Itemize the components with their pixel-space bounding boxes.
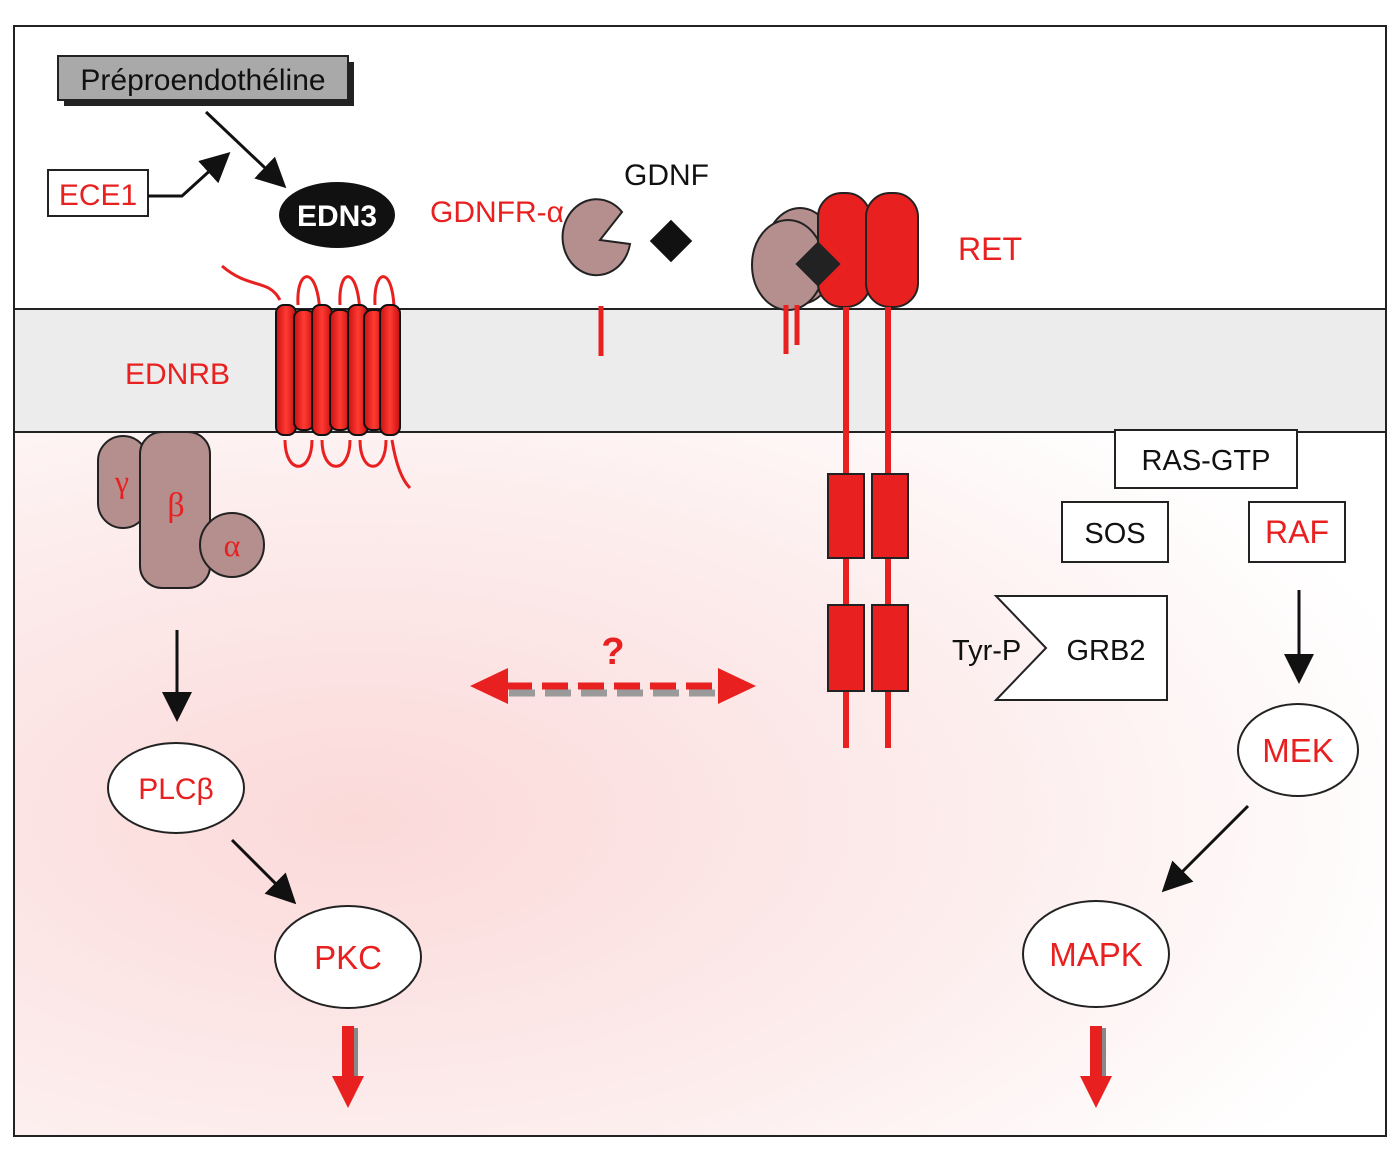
ras-gtp-box	[1114, 429, 1298, 489]
ece1-label: ECE1	[59, 179, 137, 212]
mek-label: MEK	[1262, 732, 1334, 769]
g-beta-subunit	[139, 431, 211, 589]
pkc-output-arrow	[332, 1026, 364, 1108]
grb2-label: GRB2	[1067, 635, 1146, 667]
ret-kinase-domain-2a	[827, 604, 865, 692]
gdnf-label: GDNF	[624, 159, 709, 192]
mek-ellipse	[1237, 703, 1359, 797]
plcb-label: PLCβ	[138, 773, 214, 806]
question-mark: ?	[601, 631, 624, 673]
sos-box	[1061, 501, 1169, 563]
edn3-label: EDN3	[297, 200, 377, 233]
tyr-p-label: Tyr-P	[952, 635, 1021, 667]
edn3-ellipse	[279, 182, 395, 248]
ece1-box	[47, 169, 149, 217]
ras-gtp-label: RAS-GTP	[1142, 445, 1271, 477]
gdnfr-alpha-receptor	[561, 198, 632, 356]
raf-box	[1248, 501, 1346, 563]
alpha-label: α	[224, 527, 241, 563]
mek-to-mapk-arrow	[1161, 804, 1250, 893]
plcb-to-pkc-arrow	[230, 838, 297, 905]
preproendothelin-box	[57, 55, 349, 101]
ece1-arrow	[148, 151, 231, 198]
pkc-ellipse	[274, 905, 422, 1009]
preproendothelin-to-edn3-arrow	[204, 110, 287, 189]
mapk-output-arrow	[1080, 1026, 1112, 1108]
pkc-label: PKC	[314, 939, 382, 976]
ednrb-label: EDNRB	[125, 358, 230, 391]
raf-label: RAF	[1265, 514, 1329, 550]
beta-label: β	[167, 487, 184, 524]
membrane-region	[14, 309, 1386, 432]
ret-complex	[751, 192, 919, 748]
figure-frame	[13, 25, 1387, 1137]
ret-label: RET	[958, 231, 1022, 267]
mapk-ellipse	[1022, 900, 1170, 1008]
ret-kinase-domain-2b	[871, 604, 909, 692]
gdnfr-alpha-label: GDNFR-α	[430, 196, 564, 229]
grb2-shape	[993, 595, 1168, 701]
g-alpha-subunit	[199, 512, 265, 578]
ednrb-receptor	[221, 264, 412, 490]
g-protein: γ β α	[97, 431, 265, 589]
preproendothelin-label: Prépro­endothéline	[80, 64, 325, 97]
ret-kinase-domain-1a	[827, 473, 865, 559]
gamma-label: γ	[114, 463, 129, 499]
mapk-label: MAPK	[1049, 936, 1143, 973]
sos-label: SOS	[1084, 518, 1145, 550]
ret-kinase-domain-1b	[871, 473, 909, 559]
crosstalk-double-arrow	[470, 668, 756, 704]
plcb-ellipse	[107, 742, 245, 834]
